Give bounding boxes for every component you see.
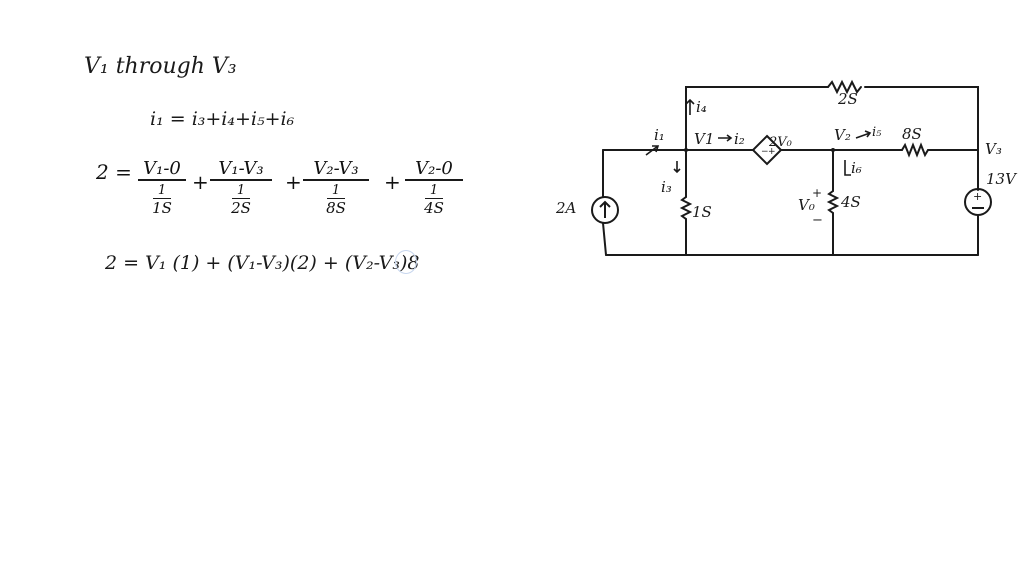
- highlight-circle: [395, 250, 417, 274]
- eq2-op-1: +: [192, 170, 209, 194]
- label-i4: i₄: [696, 98, 707, 116]
- label-i1: i₁: [654, 126, 665, 144]
- svg-text:+: +: [768, 147, 776, 157]
- wire-cs-bottom: [602, 222, 607, 256]
- eq2-lhs: 2 =: [96, 160, 132, 184]
- label-v3: V₃: [985, 140, 1002, 158]
- resistor-4s: [826, 190, 840, 214]
- resistor-1s: [679, 196, 693, 220]
- eq2-term-3-den-bot: 8S: [326, 199, 346, 217]
- resistor-8s: [901, 142, 929, 158]
- i3-arrow: [673, 161, 681, 174]
- label-i2: i₂: [734, 130, 745, 148]
- current-source-arrow: [599, 200, 611, 218]
- eq2-term-4-den-top: 1: [425, 183, 443, 199]
- wire-top-left: [685, 86, 829, 151]
- resistor-2s: [827, 79, 862, 95]
- eq2-term-4-num: V₂-0: [405, 158, 463, 181]
- eq2-op-2: +: [285, 170, 302, 194]
- voltage-source-13v: [964, 188, 992, 216]
- label-i3: i₃: [661, 178, 672, 196]
- eq2-term-1-den-top: 1: [153, 183, 171, 199]
- eq2-term-2-num: V₁-V₃: [210, 158, 272, 181]
- eq2-term-2-den-top: 1: [232, 183, 250, 199]
- label-13v: 13V: [986, 170, 1018, 188]
- label-v2: V₂: [834, 126, 851, 144]
- node-v2: [831, 148, 835, 152]
- i1-arrow: [645, 145, 660, 156]
- i2-arrow: [718, 134, 733, 142]
- eq2-term-2: V₁-V₃ 1 2S: [210, 158, 272, 217]
- problem-title: V₁ through V₃: [84, 54, 237, 79]
- label-1s: 1S: [692, 203, 712, 221]
- eq2-term-3-den-top: 1: [327, 183, 345, 199]
- wire-top-right: [864, 86, 979, 151]
- eq2-term-2-den-bot: 2S: [231, 199, 251, 217]
- label-2a: 2A: [555, 199, 577, 217]
- dependent-source: [751, 134, 783, 166]
- eq2-op-3: +: [384, 170, 401, 194]
- label-4s: 4S: [840, 193, 861, 211]
- eq2-term-1-den-bot: 1S: [152, 199, 172, 217]
- i6-arrow: [844, 160, 851, 176]
- label-vo-plus: +: [812, 186, 822, 200]
- vs-plus: +: [973, 190, 982, 203]
- label-8s: 8S: [902, 125, 922, 143]
- eq2-term-1-num: V₁-0: [138, 158, 186, 181]
- label-vo: V₀: [798, 196, 815, 214]
- eq2-term-3: V₂-V₃ 1 8S: [303, 158, 369, 217]
- label-2s: 2S: [837, 90, 858, 108]
- label-v1: V1: [694, 130, 714, 148]
- i5-arrow: [855, 130, 872, 139]
- kcl-equation: i₁ = i₃+i₄+i₅+i₆: [150, 108, 295, 130]
- label-i5: i₅: [872, 125, 882, 140]
- eq2-term-3-num: V₂-V₃: [303, 158, 369, 181]
- label-2vo: 2V₀: [768, 135, 793, 150]
- expanded-equation: 2 = V₁ (1) + (V₁-V₃)(2) + (V₂-V₃)8: [105, 252, 420, 274]
- eq2-term-4-den-bot: 4S: [424, 199, 444, 217]
- svg-text:−: −: [761, 147, 769, 157]
- i4-arrow: [685, 98, 695, 115]
- current-source-2a: [591, 196, 619, 224]
- eq2-term-4: V₂-0 1 4S: [405, 158, 463, 217]
- label-vo-minus: −: [812, 213, 823, 228]
- node-v1: [684, 148, 688, 152]
- label-i6: i₆: [851, 159, 862, 177]
- eq2-term-1: V₁-0 1 1S: [138, 158, 186, 217]
